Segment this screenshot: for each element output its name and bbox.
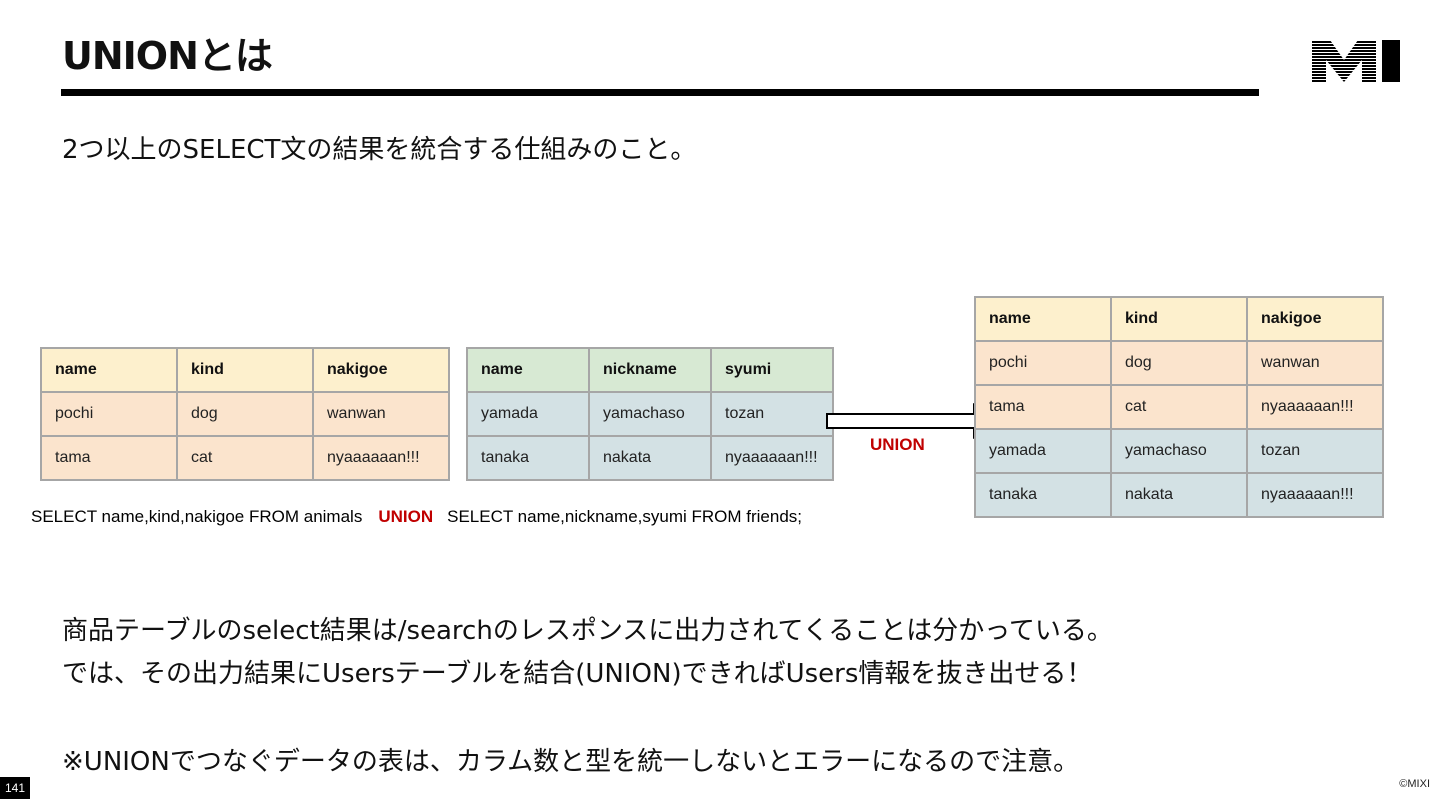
right-arrow-icon: [826, 403, 994, 439]
table-cell: nyaaaaaan!!!: [1246, 472, 1384, 518]
table-cell: nyaaaaaan!!!: [312, 435, 450, 481]
table-cell: tanaka: [974, 472, 1112, 518]
table-cell: tozan: [1246, 428, 1384, 474]
table-cell: pochi: [40, 391, 178, 437]
table-row: tama cat nyaaaaaan!!!: [40, 435, 450, 481]
copyright: ©MIXI: [1399, 778, 1430, 790]
table-cell: pochi: [974, 340, 1112, 386]
table-header-row: name kind nakigoe: [40, 347, 450, 393]
table-cell: wanwan: [312, 391, 450, 437]
explanation-line-1: 商品テーブルのselect結果は/searchのレスポンスに出力されてくることは…: [62, 616, 1113, 646]
table-cell: dog: [176, 391, 314, 437]
table-cell: yamachaso: [588, 391, 712, 437]
sql-union-keyword: UNION: [378, 507, 434, 526]
table-cell: nakata: [588, 435, 712, 481]
page-number: 141: [0, 777, 30, 799]
header-cell: name: [466, 347, 590, 393]
header-cell: nakigoe: [312, 347, 450, 393]
table-cell: nyaaaaaan!!!: [710, 435, 834, 481]
friends-table: name nickname syumi yamada yamachaso toz…: [466, 347, 834, 481]
caution-note: ※UNIONでつなぐデータの表は、カラム数と型を統一しないとエラーになるので注意…: [62, 747, 1080, 777]
explanation-line-2: では、その出力結果にUsersテーブルを結合(UNION)できればUsers情報…: [62, 659, 1093, 689]
header-cell: kind: [1110, 296, 1248, 342]
table-cell: dog: [1110, 340, 1248, 386]
table-cell: wanwan: [1246, 340, 1384, 386]
table-row: tanaka nakata nyaaaaaan!!!: [974, 472, 1384, 518]
table-cell: tozan: [710, 391, 834, 437]
title-underline: [61, 89, 1259, 96]
table-cell: tama: [974, 384, 1112, 430]
header-cell: kind: [176, 347, 314, 393]
table-cell: cat: [176, 435, 314, 481]
table-cell: yamada: [466, 391, 590, 437]
header-cell: name: [40, 347, 178, 393]
table-cell: yamachaso: [1110, 428, 1248, 474]
table-row: pochi dog wanwan: [40, 391, 450, 437]
header-cell: nakigoe: [1246, 296, 1384, 342]
slide-title: UNIONとは: [62, 34, 273, 78]
animals-table: name kind nakigoe pochi dog wanwan tama …: [40, 347, 450, 481]
sql-left: SELECT name,kind,nakigoe FROM animals: [31, 507, 363, 526]
table-row: yamada yamachaso tozan: [466, 391, 834, 437]
union-result-table: name kind nakigoe pochi dog wanwan tama …: [974, 296, 1384, 518]
union-arrow-label: UNION: [870, 435, 925, 454]
table-row: pochi dog wanwan: [974, 340, 1384, 386]
mixi-logo: [1312, 40, 1400, 82]
table-cell: cat: [1110, 384, 1248, 430]
header-cell: name: [974, 296, 1112, 342]
slide-subtitle: 2つ以上のSELECT文の結果を統合する仕組みのこと。: [62, 135, 697, 165]
header-cell: syumi: [710, 347, 834, 393]
header-cell: nickname: [588, 347, 712, 393]
table-row: tama cat nyaaaaaan!!!: [974, 384, 1384, 430]
table-cell: nakata: [1110, 472, 1248, 518]
sql-right: SELECT name,nickname,syumi FROM friends;: [447, 507, 803, 526]
table-cell: yamada: [974, 428, 1112, 474]
table-row: tanaka nakata nyaaaaaan!!!: [466, 435, 834, 481]
table-cell: tanaka: [466, 435, 590, 481]
table-row: yamada yamachaso tozan: [974, 428, 1384, 474]
table-cell: nyaaaaaan!!!: [1246, 384, 1384, 430]
table-header-row: name kind nakigoe: [974, 296, 1384, 342]
sql-statement: SELECT name,kind,nakigoe FROM animals UNI…: [31, 505, 802, 529]
table-cell: tama: [40, 435, 178, 481]
table-header-row: name nickname syumi: [466, 347, 834, 393]
